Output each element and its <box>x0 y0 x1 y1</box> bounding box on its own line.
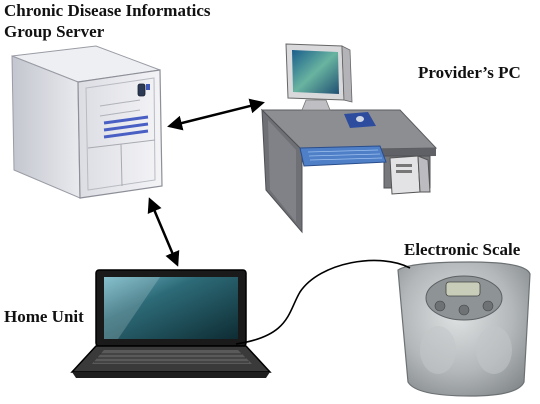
provider-pc-icon <box>260 43 438 234</box>
provider-pc-label: Provider’s PC <box>418 63 521 82</box>
server-title-line-2: Group Server <box>4 22 105 41</box>
server-pc-connection-arrow <box>167 98 265 131</box>
home-unit-laptop-icon <box>70 269 272 378</box>
server-tower-icon <box>11 45 163 199</box>
server-title: Chronic Disease Informatics Group Server <box>4 0 211 42</box>
electronic-scale-label: Electronic Scale <box>404 240 521 259</box>
server-title-line-1: Chronic Disease Informatics <box>4 1 211 20</box>
scale-laptop-cable <box>235 259 411 345</box>
server-home-connection-arrow <box>147 197 180 267</box>
home-unit-label: Home Unit <box>4 307 84 326</box>
electronic-scale-icon <box>397 261 531 397</box>
